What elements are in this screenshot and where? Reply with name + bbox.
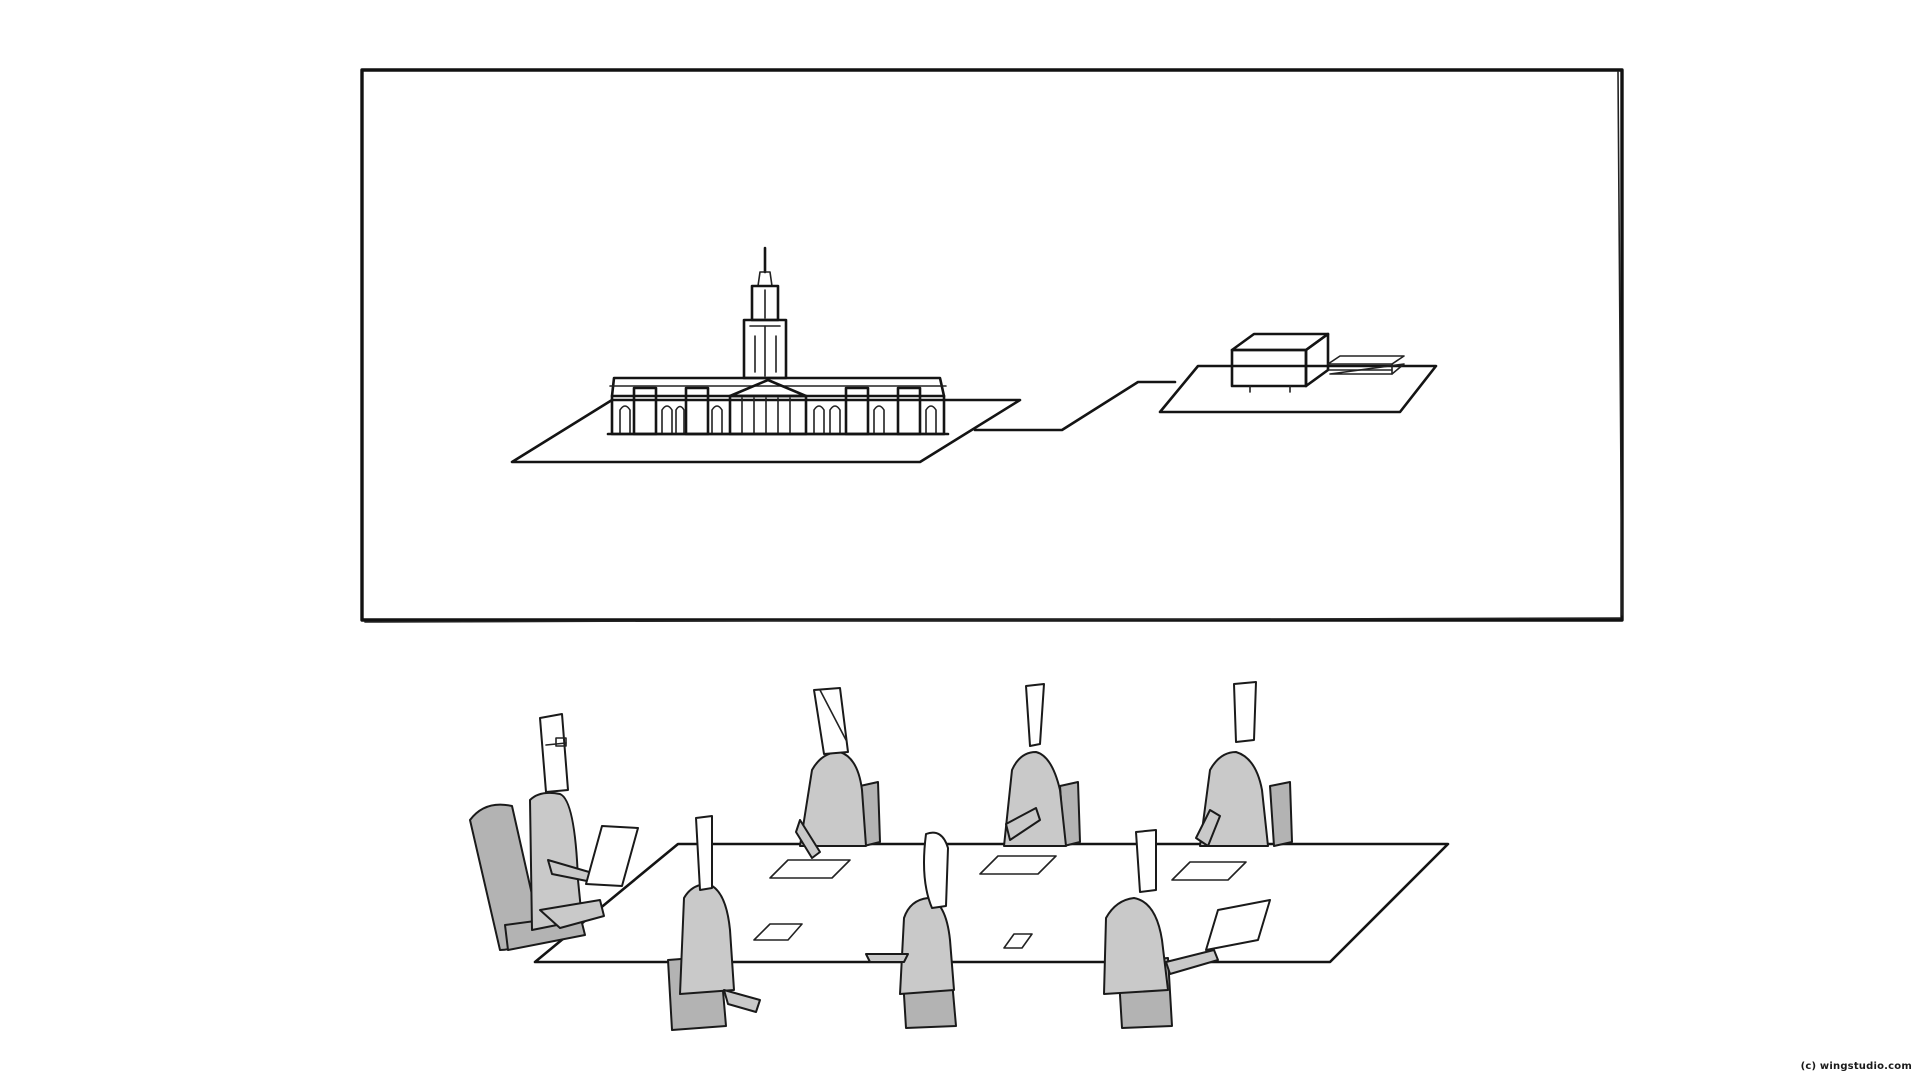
projection-screen (360, 68, 1624, 623)
attendee-front-row-3 (1103, 829, 1271, 1029)
copyright-credit: (c) wingstudio.com (1800, 1061, 1912, 1072)
modern-building-drawing (1158, 332, 1438, 414)
documents-on-table (753, 855, 1247, 949)
attendee-front-row-1 (667, 815, 761, 1031)
attendee-back-row-3 (1195, 681, 1293, 847)
attendee-front-row-2 (865, 831, 957, 1029)
attendee-back-row-1 (795, 687, 881, 859)
city-hall-building-drawing (510, 246, 1022, 464)
presenter-figure (469, 713, 639, 951)
conference-table (533, 842, 1450, 964)
connection-line (973, 380, 1177, 432)
attendee-back-row-2 (1003, 683, 1081, 847)
